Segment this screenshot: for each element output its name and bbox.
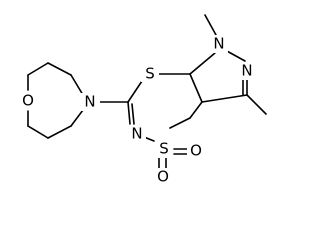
- bond-n-to-carbon-double: [131, 103, 135, 125]
- atom-o-right: O: [190, 142, 202, 160]
- label-bg-o: [18, 91, 38, 109]
- atom-o-morpholine: O: [22, 92, 34, 110]
- label-bg-n-ring: [128, 125, 146, 143]
- bond-layer: [27, 14, 267, 169]
- label-bg-n1-pyrazole: [210, 35, 228, 53]
- bond-pyrazole-left: [189, 52, 216, 75]
- bond-c2-n: [70, 74, 84, 96]
- bond-methyl-c3: [246, 94, 267, 115]
- atom-o-down: O: [157, 168, 169, 186]
- atom-n-morpholine: N: [84, 93, 95, 111]
- bond-n-to-carbon: [127, 101, 131, 125]
- bond-ring-fusion-top: [189, 73, 203, 103]
- bond-c3-c4: [47, 125, 72, 139]
- atom-n1-pyrazole: N: [213, 35, 224, 53]
- label-bg-n: [80, 93, 100, 111]
- molecule-structure: O N S N S O O N N: [18, 14, 267, 186]
- label-bg-n2-pyrazole: [238, 62, 256, 80]
- atom-n-ring: N: [131, 125, 142, 143]
- bond-fusion-to-sulfonyl: [169, 117, 191, 129]
- bond-pyrazole-top: [224, 49, 246, 62]
- atom-s-ring: S: [145, 65, 155, 83]
- bond-ring-fusion-mid: [189, 101, 203, 119]
- bond-methyl-n1: [204, 14, 217, 36]
- atom-label-layer: O N S N S O O N N: [18, 35, 256, 186]
- bond-o-c1: [27, 62, 49, 76]
- label-bg-o-down: [154, 168, 172, 186]
- bond-pyrazole-bottom: [201, 94, 248, 103]
- label-bg-o-right: [187, 142, 205, 160]
- atom-n2-pyrazole: N: [241, 62, 252, 80]
- label-bg-s-ring: [141, 64, 159, 82]
- bond-n-c3: [70, 109, 84, 127]
- atom-s-sulfonyl: S: [159, 140, 169, 158]
- bond-c4-o: [27, 125, 49, 139]
- label-bg-s-sulfonyl: [155, 140, 173, 158]
- bond-c1-c2: [47, 62, 72, 76]
